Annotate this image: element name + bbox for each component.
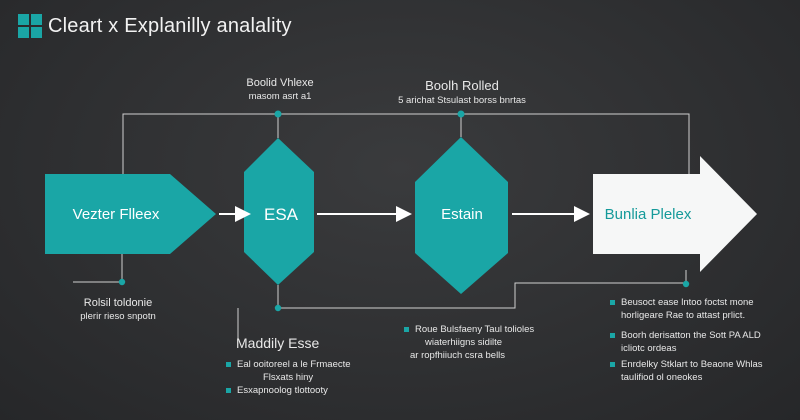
top-label-b-sub: 5 arichat Stsulast borss bnrtas bbox=[398, 95, 526, 106]
connector-bottom bbox=[73, 254, 687, 340]
bullet-icon bbox=[610, 300, 615, 305]
note-middle: Maddily Esse bbox=[236, 334, 319, 352]
node-label-3: Estain bbox=[441, 206, 483, 223]
note-center: Roue Bulsfaeny Taul tolioles wiaterhiign… bbox=[404, 323, 534, 362]
note-middle-item: Eal ooitoreel a le Frmaecte Flsxats hiny bbox=[226, 358, 351, 384]
connector-dot bbox=[118, 278, 126, 286]
node-label-2: ESA bbox=[263, 205, 299, 224]
node-label-4: Bunlia Plelex bbox=[604, 206, 692, 223]
connector-top bbox=[122, 113, 690, 174]
note-left-sub: plerir rieso snpotn bbox=[80, 311, 156, 322]
bullet-icon bbox=[610, 333, 615, 338]
connector-dot bbox=[274, 304, 282, 312]
windows-grid-icon bbox=[18, 14, 42, 38]
node-shape-3 bbox=[415, 137, 508, 294]
note-left: Rolsil toldonie plerir rieso snpotn bbox=[80, 296, 156, 324]
page-title: Cleart x Explanilly analality bbox=[48, 14, 292, 37]
note-center-item: Roue Bulsfaeny Taul tolioles wiaterhiign… bbox=[404, 323, 534, 349]
note-right-item: Enrdelky Stklart to Beaone Whlas taulifi… bbox=[610, 358, 763, 384]
note-right-item: Beusoct ease lntoo foctst mone horligear… bbox=[610, 296, 763, 322]
bullet-icon bbox=[226, 362, 231, 367]
bullet-icon bbox=[610, 362, 615, 367]
note-left-title: Rolsil toldonie bbox=[83, 297, 153, 309]
top-label-a-title: Boolid Vhlexe bbox=[246, 77, 314, 89]
note-middle-list: Eal ooitoreel a le Frmaecte Flsxats hiny… bbox=[226, 358, 351, 397]
connector-dot bbox=[457, 110, 465, 118]
node-shape-4 bbox=[593, 156, 757, 272]
connector-dot bbox=[274, 110, 282, 118]
top-label-a: Boolid Vhlexe masom asrt a1 bbox=[246, 76, 313, 104]
bullet-icon bbox=[226, 388, 231, 393]
header: Cleart x Explanilly analality bbox=[18, 14, 292, 38]
node-shape-1 bbox=[45, 174, 216, 254]
note-center-item: ar ropfhiiuch csra bells bbox=[410, 350, 506, 361]
node-label-1: Vezter Flleex bbox=[72, 206, 160, 223]
note-middle-title: Maddily Esse bbox=[236, 335, 320, 351]
top-label-b-title: Boolh Rolled bbox=[425, 78, 499, 93]
note-right: Beusoct ease lntoo foctst mone horligear… bbox=[610, 296, 763, 384]
note-right-item: Boorh derisatton the Sott PA ALD icliotc… bbox=[610, 329, 763, 355]
connector-dot bbox=[682, 280, 690, 288]
top-label-a-sub: masom asrt a1 bbox=[248, 91, 312, 102]
note-middle-item: Esxapnoolog tlottooty bbox=[226, 384, 351, 397]
top-label-b: Boolh Rolled 5 arichat Stsulast borss bn… bbox=[398, 78, 526, 107]
bullet-icon bbox=[404, 327, 409, 332]
node-shape-2 bbox=[244, 138, 314, 285]
